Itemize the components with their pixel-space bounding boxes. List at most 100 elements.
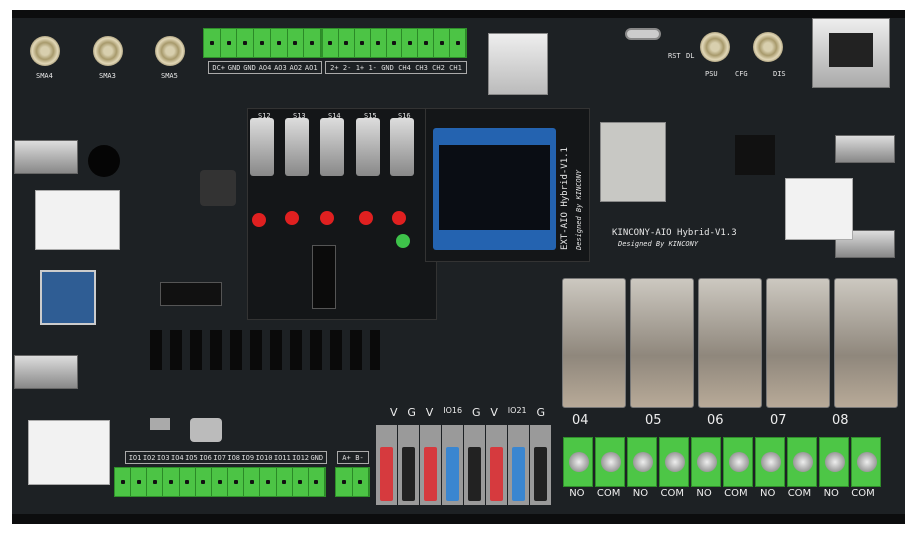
pin-label: GND (310, 453, 324, 462)
push-in-terminal[interactable] (486, 425, 507, 505)
screw-terminal[interactable] (819, 437, 849, 487)
battery-holder (160, 282, 222, 306)
terminal-lever[interactable] (468, 447, 481, 501)
push-in-terminal[interactable] (398, 425, 419, 505)
screw-terminal[interactable] (723, 437, 753, 487)
ethernet-port[interactable] (812, 18, 890, 88)
terminal-lever[interactable] (402, 447, 415, 501)
psu-label: PSU (705, 70, 718, 78)
push-in-terminal[interactable] (420, 425, 441, 505)
toggle-switch-s15[interactable] (356, 118, 380, 176)
pin-label: 1- (368, 63, 377, 72)
esp32-module (600, 122, 666, 202)
pin-label: V (490, 406, 498, 419)
mounting-clip (14, 140, 78, 174)
ext-board-designer: Designed By KINCONY (575, 169, 583, 250)
pin-header (312, 245, 336, 309)
screw-terminal[interactable] (627, 437, 657, 487)
pin-label: IO4 (171, 453, 184, 462)
pin-label: IO11 (273, 453, 291, 462)
pin-label: V (389, 406, 398, 419)
relay-06 (698, 278, 762, 408)
screw-terminal[interactable] (851, 437, 881, 487)
mounting-hole (88, 145, 120, 177)
relay-04 (562, 278, 626, 408)
push-in-terminal[interactable] (442, 425, 463, 505)
pin-label: IO8 (227, 453, 241, 462)
sma-connector (753, 32, 783, 62)
screw-terminal[interactable] (787, 437, 817, 487)
relay-terminal-block[interactable] (563, 437, 881, 487)
pin-label: IO10 (255, 453, 273, 462)
toggle-switch-s14[interactable] (320, 118, 344, 176)
pin-label: G (471, 406, 481, 419)
pin-label: AO2 (289, 63, 303, 72)
screw-terminal[interactable] (691, 437, 721, 487)
contact-label: COM (787, 488, 812, 499)
pin-label: GND (243, 63, 256, 72)
switch-label: S13 (293, 112, 306, 120)
screw-terminal[interactable] (659, 437, 689, 487)
push-in-terminal[interactable] (530, 425, 551, 505)
switch-label: S16 (398, 112, 411, 120)
push-terminal-block[interactable] (376, 425, 551, 505)
terminal-lever[interactable] (512, 447, 525, 501)
terminal-lever[interactable] (380, 447, 393, 501)
relay-channel-label: 04 (572, 413, 589, 428)
toggle-switch-s13[interactable] (285, 118, 309, 176)
sma-label: SMA3 (99, 72, 116, 80)
pin-label: IO7 (213, 453, 226, 462)
contact-label: NO (759, 488, 776, 499)
contact-label: NO (823, 488, 839, 499)
red-led (320, 211, 334, 225)
terminal-lever[interactable] (490, 447, 503, 501)
pin-label: 2- (342, 63, 352, 72)
pin-label: CH3 (415, 63, 428, 72)
din-rail-top (12, 10, 905, 18)
relay-channel-label: 06 (707, 413, 724, 428)
reset-button[interactable] (150, 418, 170, 430)
terminal-lever[interactable] (446, 447, 459, 501)
sma-connector (700, 32, 730, 62)
ext-board-title: EXT-AIO Hybrid-V1.1 (560, 147, 570, 250)
board-title: KINCONY-AIO Hybrid-V1.3 (612, 228, 737, 238)
analog-terminal-block[interactable] (203, 28, 322, 58)
pin-label: G (536, 406, 546, 419)
relay-08 (834, 278, 898, 408)
contact-label: COM (596, 488, 621, 499)
input-terminal-block[interactable] (322, 28, 467, 58)
screw-terminal[interactable] (595, 437, 625, 487)
red-led (285, 211, 299, 225)
wireless-module (35, 190, 120, 250)
toggle-switch-s12[interactable] (250, 118, 274, 176)
sd-card-slot[interactable] (488, 33, 548, 95)
relay-05 (630, 278, 694, 408)
screw-terminal[interactable] (755, 437, 785, 487)
red-led (392, 211, 406, 225)
dis-label: DIS (773, 70, 786, 78)
pin-label: GND (227, 63, 241, 72)
usb-c-port[interactable] (625, 28, 661, 40)
push-in-terminal[interactable] (376, 425, 397, 505)
screw-terminal[interactable] (563, 437, 593, 487)
pin-label: IO9 (241, 453, 255, 462)
pin-label: DC+ (212, 63, 226, 72)
switch-label: S14 (328, 112, 341, 120)
switch-label: S12 (258, 112, 271, 120)
io-terminal-block[interactable] (114, 467, 326, 497)
terminal-lever[interactable] (534, 447, 547, 501)
toggle-switch-s16[interactable] (390, 118, 414, 176)
board-designer: Designed By KINCONY (618, 240, 699, 248)
rs485-terminal-block[interactable] (335, 467, 370, 497)
push-in-terminal[interactable] (464, 425, 485, 505)
contact-label: COM (851, 488, 875, 499)
terminal-lever[interactable] (424, 447, 437, 501)
sma4-connector (30, 36, 60, 66)
pin-label: 2+ (330, 63, 339, 72)
pin-label: IO1 (128, 453, 142, 462)
wireless-module (785, 178, 853, 240)
push-in-terminal[interactable] (508, 425, 529, 505)
switch-label: S15 (364, 112, 377, 120)
